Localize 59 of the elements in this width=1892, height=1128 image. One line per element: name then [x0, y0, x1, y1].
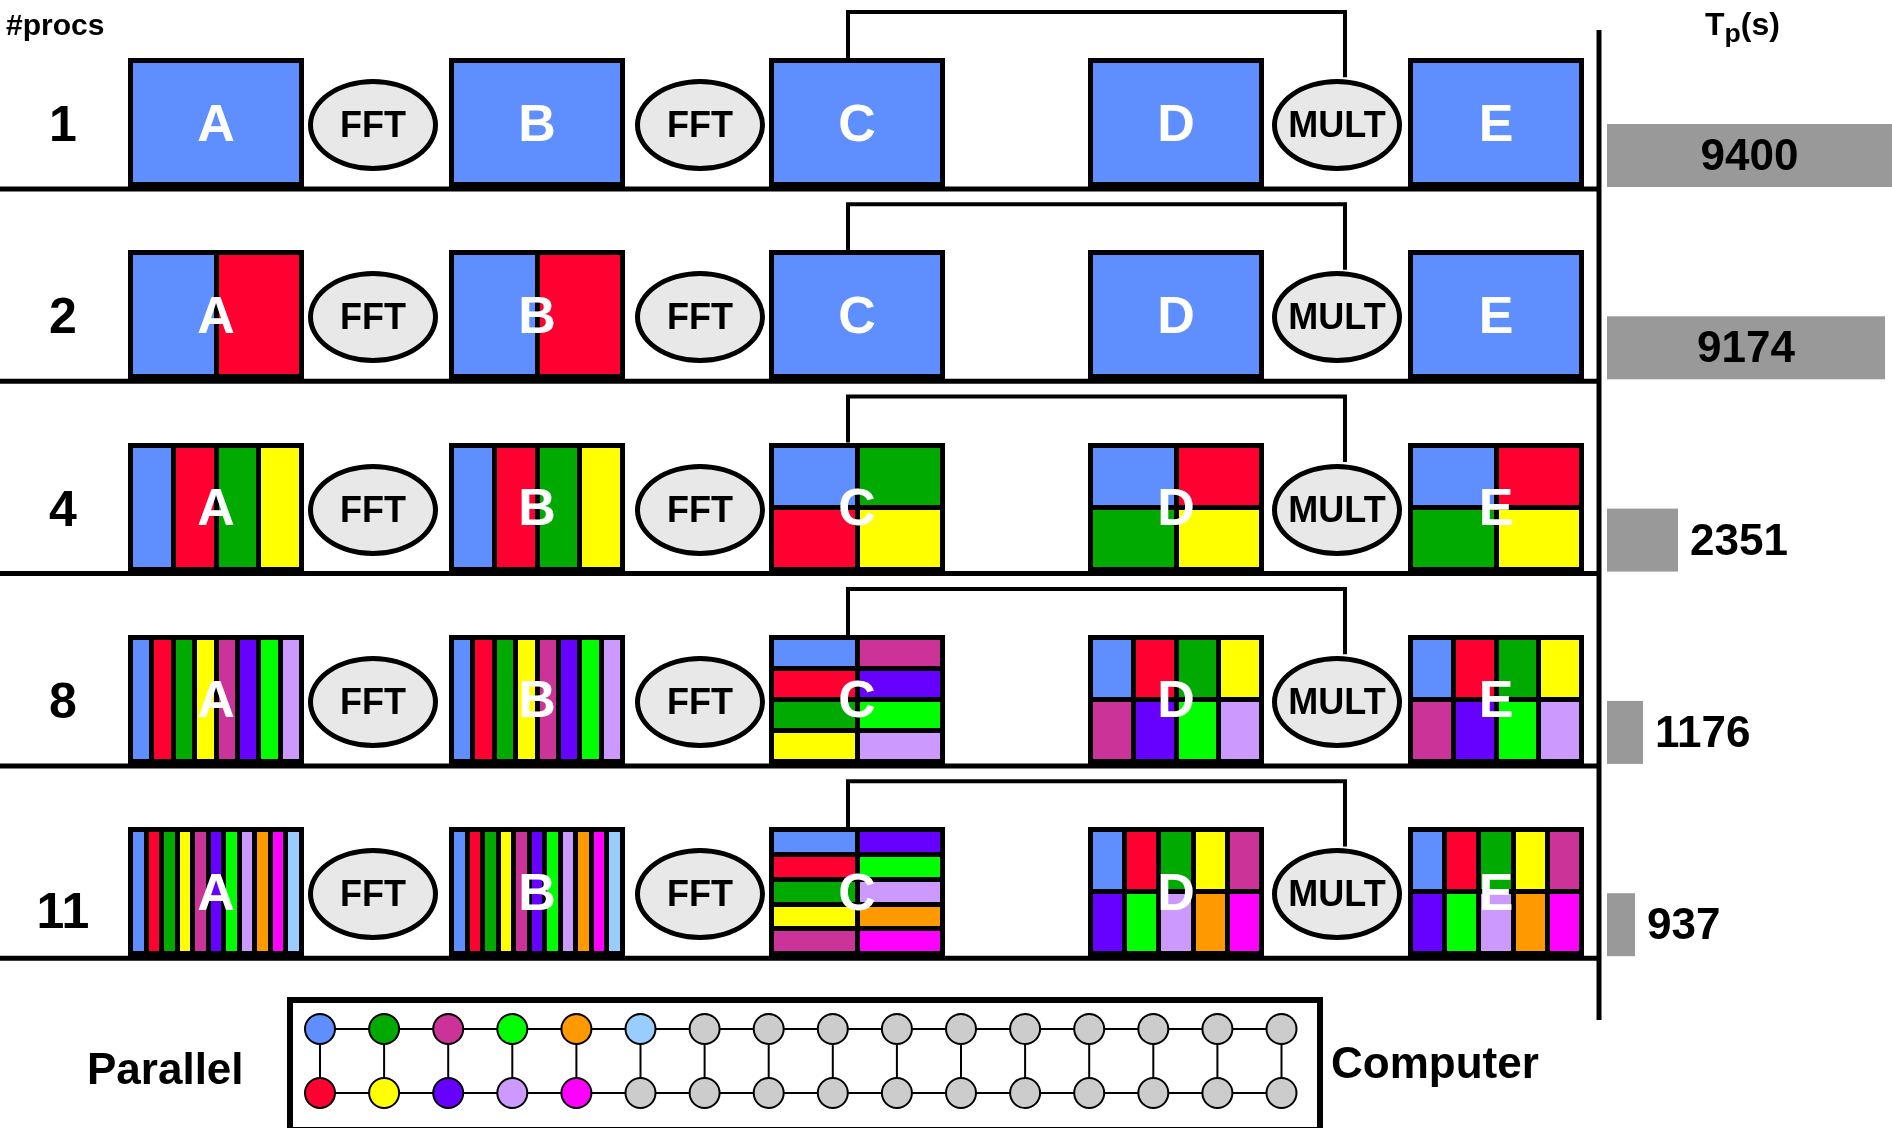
operation-label: FFT — [340, 107, 406, 143]
operation-label: FFT — [340, 876, 406, 913]
caption-text: Computer — [1331, 1041, 1539, 1085]
row-number: 2 — [49, 291, 77, 342]
operation-label: FFT — [340, 683, 406, 720]
block-label: C — [837, 673, 877, 726]
operation-label: FFT — [667, 683, 733, 720]
row-number: 4 — [49, 483, 77, 534]
block-label: A — [196, 288, 236, 341]
block-label: B — [517, 673, 557, 726]
operation-label: MULT — [1288, 299, 1386, 336]
block-label: D — [1156, 96, 1196, 149]
operation-label: FFT — [340, 491, 406, 528]
block-label: E — [1477, 865, 1515, 918]
column-header: #procs — [6, 10, 105, 40]
operation-label: FFT — [340, 299, 406, 336]
time-value: 9400 — [1700, 133, 1799, 177]
operation-label: FFT — [667, 299, 733, 336]
block-label: B — [517, 288, 557, 341]
row-number: 1 — [49, 99, 77, 149]
block-label: C — [837, 865, 877, 918]
block-label: C — [837, 96, 877, 149]
time-value: 1176 — [1655, 709, 1751, 754]
time-value: 937 — [1647, 902, 1721, 947]
operation-label: FFT — [667, 876, 733, 913]
block-label: E — [1477, 96, 1515, 149]
block-label: B — [517, 96, 557, 149]
block-label: A — [196, 481, 236, 534]
row-number: 11 — [36, 886, 90, 937]
block-label: A — [196, 865, 236, 918]
operation-label: FFT — [667, 491, 733, 528]
block-label: A — [196, 96, 236, 149]
operation-label: MULT — [1288, 683, 1386, 720]
time-value: 2351 — [1690, 517, 1788, 562]
block-label: B — [517, 865, 557, 918]
caption-text: Parallel — [87, 1047, 244, 1091]
operation-label: MULT — [1288, 876, 1386, 913]
block-label: E — [1477, 288, 1515, 341]
column-header: T$_{p}$(s) — [1705, 8, 1780, 48]
block-label: C — [837, 481, 877, 534]
operation-label: FFT — [667, 107, 733, 143]
connector-line — [846, 586, 1347, 655]
block-label: D — [1156, 288, 1196, 341]
block-label: D — [1156, 673, 1196, 726]
connector-line — [846, 10, 1347, 78]
connector-line — [846, 202, 1347, 270]
block-label: C — [837, 288, 877, 341]
block-label: D — [1156, 865, 1196, 918]
operation-label: MULT — [1288, 491, 1386, 528]
connector-line — [846, 394, 1347, 462]
block-label: E — [1477, 481, 1515, 534]
block-label: E — [1477, 673, 1515, 726]
time-value: 9174 — [1697, 325, 1795, 370]
row-number: 8 — [49, 675, 77, 726]
block-label: B — [517, 481, 557, 534]
block-label: D — [1156, 481, 1196, 534]
block-label: A — [196, 673, 236, 726]
operation-label: MULT — [1288, 107, 1386, 143]
connector-line — [846, 779, 1347, 847]
